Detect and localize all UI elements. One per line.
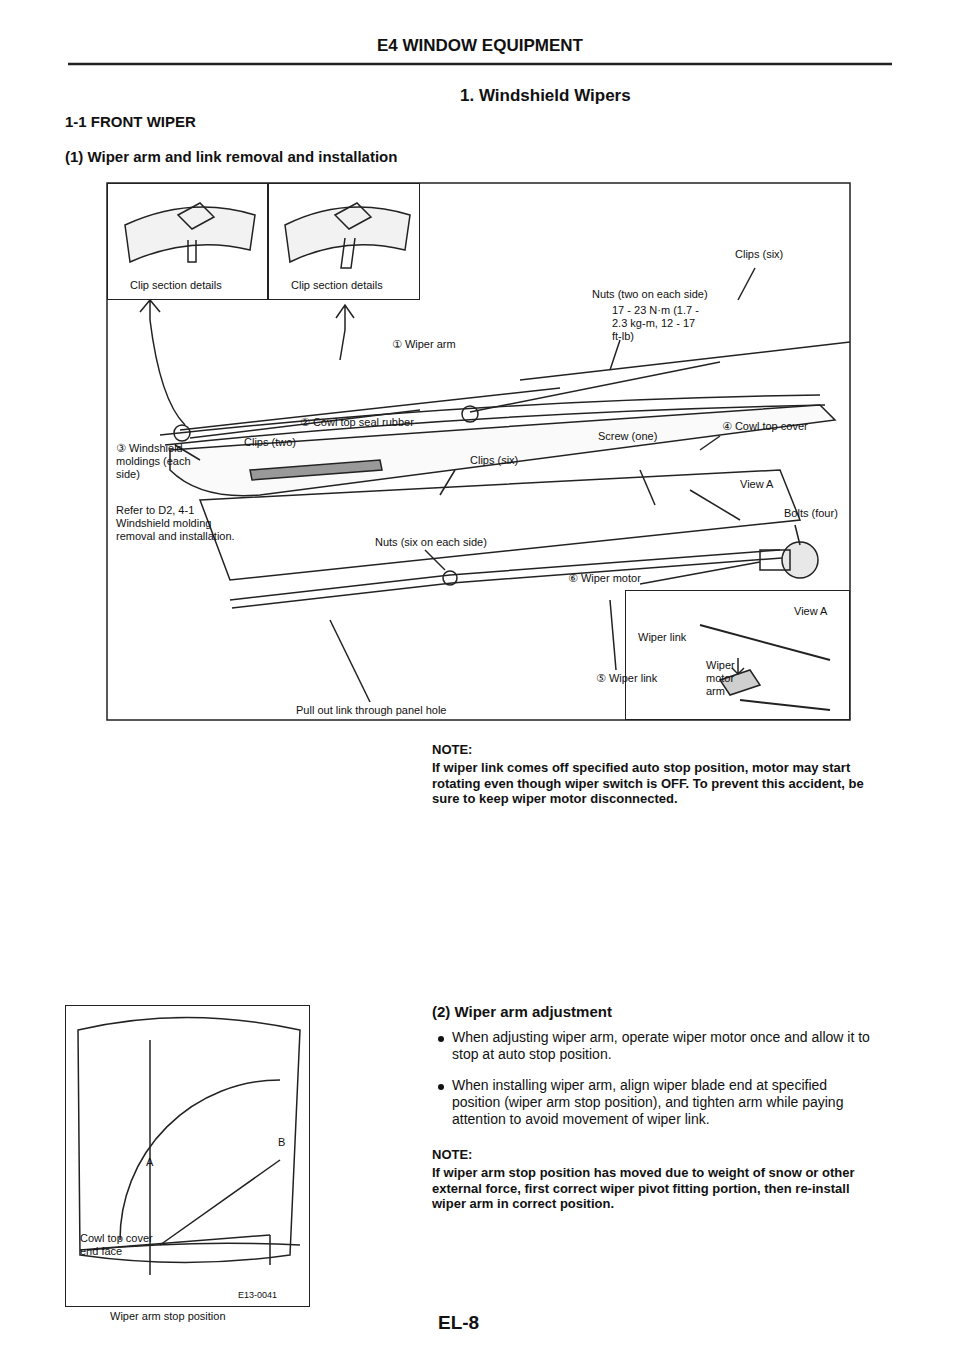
part-label: Clip section details: [130, 279, 222, 292]
text-label: ⑤ Wiper link: [596, 672, 657, 685]
text-label: 17 - 23 N·m (1.7 - 2.3 kg-m, 12 - 17 ft-…: [612, 304, 702, 344]
text-label: View A: [740, 478, 773, 491]
text-label: NOTE:: [432, 1147, 472, 1163]
text-label: If wiper arm stop position has moved due…: [432, 1165, 872, 1212]
text-label: 1. Windshield Wipers: [460, 86, 631, 106]
text-label: Clips (two): [244, 436, 296, 449]
text-label: Clips (six): [735, 248, 783, 261]
text-label: Nuts (six on each side): [375, 536, 487, 549]
part-label: Wiper motor arm: [706, 659, 746, 699]
text-label: When adjusting wiper arm, operate wiper …: [452, 1029, 872, 1063]
text-label: ⑥ Wiper motor: [568, 572, 641, 585]
text-label: ① Wiper arm: [392, 338, 456, 351]
text-label: When installing wiper arm, align wiper b…: [452, 1077, 872, 1127]
text-label: (1) Wiper arm and link removal and insta…: [65, 148, 397, 166]
text-label: Refer to D2, 4-1 Windshield molding remo…: [116, 504, 240, 544]
text-label: Nuts (two on each side): [592, 288, 708, 301]
text-label: ② Cowl top seal rubber: [300, 416, 414, 429]
detail-box: View A Wiper linkWiper motor arm: [625, 590, 850, 720]
text-label: Bolts (four): [784, 507, 838, 520]
detail-box: Clip section details: [107, 183, 268, 300]
text-label: Wiper arm stop position: [110, 1310, 226, 1323]
part-label: View A: [794, 605, 827, 618]
part-label: Clip section details: [291, 279, 383, 292]
text-label: (2) Wiper arm adjustment: [432, 1003, 612, 1021]
part-label: Wiper link: [638, 631, 686, 644]
text-label: Pull out link through panel hole: [296, 704, 446, 717]
text-label: If wiper link comes off specified auto s…: [432, 760, 872, 807]
bullet-dot: [438, 1036, 444, 1042]
part-label: B: [278, 1136, 285, 1149]
part-label: Cowl top cover end face: [80, 1232, 160, 1258]
detail-box: Clip section details: [268, 183, 420, 300]
text-label: EL-8: [438, 1312, 479, 1335]
part-label: E13-0041: [238, 1290, 277, 1301]
part-label: A: [146, 1156, 153, 1169]
text-label: ③ Windshield moldings (each side): [116, 442, 196, 482]
page-heading: E4 WINDOW EQUIPMENT: [377, 36, 583, 56]
detail-box: Cowl top cover end face A B E13-0041: [65, 1005, 310, 1307]
bullet-dot: [438, 1084, 444, 1090]
text-label: 1-1 FRONT WIPER: [65, 113, 196, 131]
text-label: Screw (one): [598, 430, 657, 443]
text-label: ④ Cowl top cover: [722, 420, 808, 433]
text-label: NOTE:: [432, 742, 472, 758]
text-label: Clips (six): [470, 454, 518, 467]
